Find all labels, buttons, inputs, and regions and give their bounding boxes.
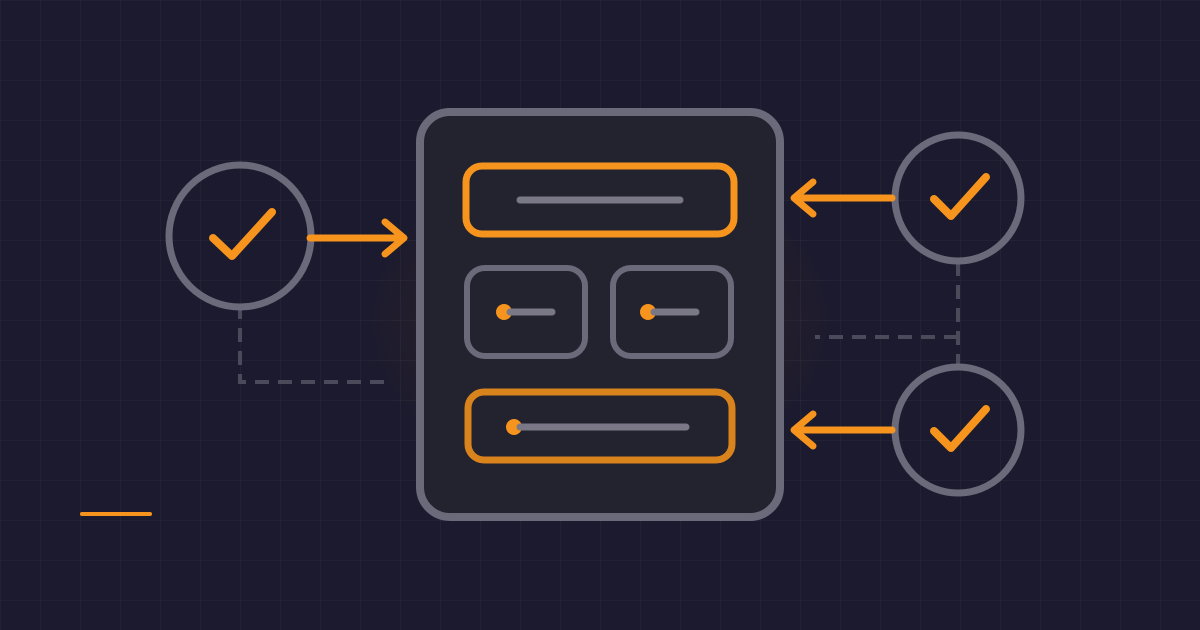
field-bottom-outline <box>464 388 736 464</box>
checkmark-icon <box>209 208 276 260</box>
check-circle-right-top <box>891 131 1025 265</box>
form-field-mid-left <box>464 265 588 359</box>
form-field-bottom <box>464 388 736 464</box>
form-field-top <box>462 162 738 238</box>
check-circle-left-ring <box>165 161 315 311</box>
form-card <box>416 108 784 521</box>
checkmark-icon <box>930 173 990 220</box>
arrow-right-top-to-form <box>790 178 896 218</box>
dashed-connector-right <box>815 262 960 365</box>
arrow-left-to-form <box>306 218 408 258</box>
check-circle-right-bottom-ring <box>891 363 1025 497</box>
form-card-outline <box>416 108 784 521</box>
field-top-outline <box>462 162 738 238</box>
field-mid-left-outline <box>464 265 588 359</box>
check-circle-right-bottom <box>891 363 1025 497</box>
field-bottom-dot <box>506 419 522 435</box>
check-circle-right-top-ring <box>891 131 1025 265</box>
field-mid-left-dot <box>496 304 512 320</box>
checkmark-icon <box>930 405 990 452</box>
dashed-connector-left <box>238 305 388 384</box>
field-mid-right-outline <box>610 265 734 359</box>
check-circle-left <box>165 161 315 311</box>
arrow-right-bottom-to-form <box>790 410 896 450</box>
form-field-mid-right <box>610 265 734 359</box>
field-mid-right-dot <box>640 304 656 320</box>
